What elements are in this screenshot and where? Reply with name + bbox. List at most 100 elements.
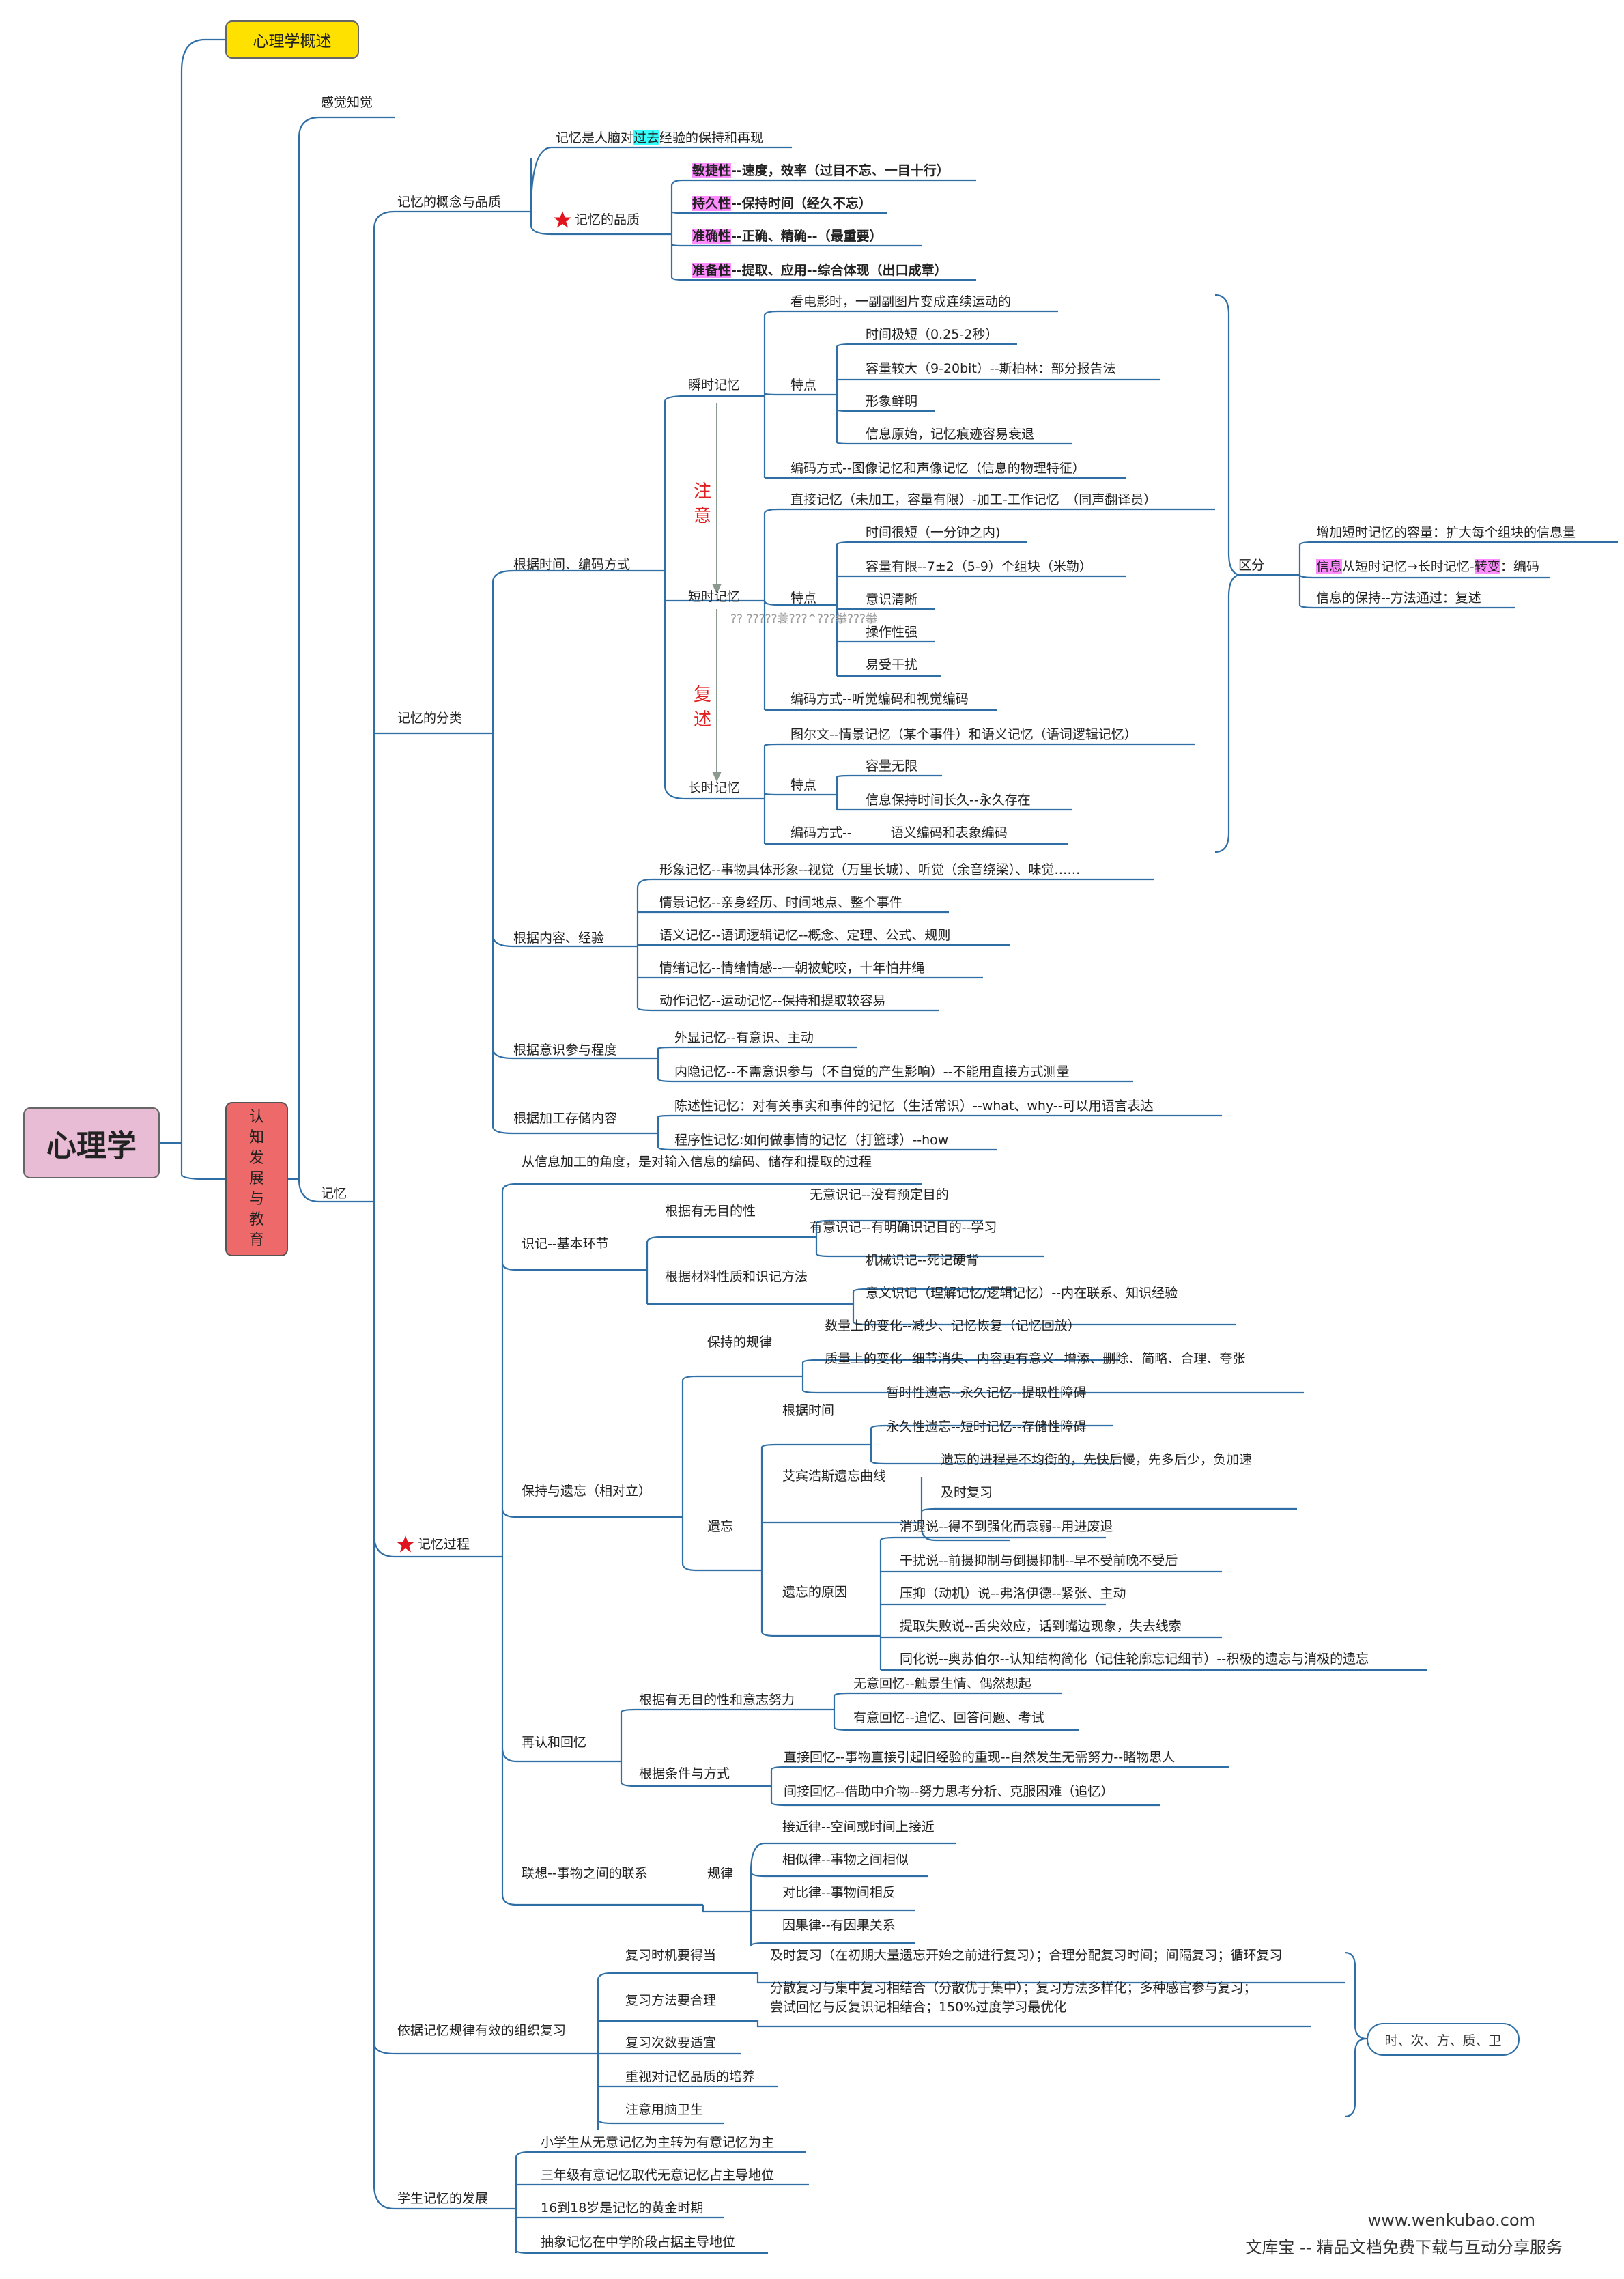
organize-timing-detail[interactable]: 及时复习（在初期大量遗忘开始之前进行复习）；合理分配复习时间；间隔复习；循环复习: [770, 1948, 1283, 1963]
sensory-t[interactable]: 信息原始，记忆痕迹容易衰退: [866, 427, 1035, 442]
long-l1[interactable]: 图尔文--情景记忆（某个事件）和语义记忆（语词逻辑记忆）: [790, 727, 1137, 742]
node-retain[interactable]: 保持与遗忘（相对立）: [522, 1484, 652, 1499]
topic-cognitive[interactable]: 认知发展与教育: [225, 1102, 288, 1256]
recall-by-purpose[interactable]: 根据有无目的性和意志努力: [639, 1693, 795, 1708]
forget-cause-item[interactable]: 压抑（动机）说--弗洛伊德--紧张、主动: [900, 1586, 1126, 1601]
node-encode[interactable]: 识记--基本环节: [522, 1236, 609, 1251]
long-enc[interactable]: 编码方式-- 语义编码和表象编码: [790, 825, 1008, 840]
assoc-item[interactable]: 相似律--事物之间相似: [782, 1852, 909, 1867]
content-item[interactable]: 动作记忆--运动记忆--保持和提取较容易: [659, 993, 886, 1008]
node-long[interactable]: 长时记忆: [688, 780, 741, 795]
node-short[interactable]: 短时记忆: [688, 589, 741, 604]
node-by-conscious[interactable]: 根据意识参与程度: [513, 1043, 618, 1058]
content-item[interactable]: 情景记忆--亲身经历、时间地点、整个事件: [659, 895, 902, 910]
recall-item[interactable]: 间接回忆--借助中介物--努力思考分析、克服困难（追忆）: [784, 1784, 1114, 1799]
short-trait[interactable]: 特点: [790, 591, 817, 606]
distinguish-c[interactable]: 信息的保持--方法通过：复述: [1316, 591, 1481, 606]
encode-item[interactable]: 机械识记--死记硬背: [866, 1253, 979, 1268]
node-distinguish[interactable]: 区分: [1238, 558, 1265, 573]
develop-item[interactable]: 三年级有意记忆取代无意记忆占主导地位: [541, 2168, 775, 2183]
retain-law[interactable]: 保持的规律: [707, 1335, 773, 1350]
forget-cause[interactable]: 遗忘的原因: [782, 1585, 848, 1600]
node-assoc[interactable]: 联想--事物之间的联系: [522, 1866, 648, 1881]
recall-item[interactable]: 无意回忆--触景生情、偶然想起: [853, 1676, 1031, 1691]
retain-law-item[interactable]: 数量上的变化--减少、记忆恢复（记忆回放）: [825, 1318, 1081, 1333]
forget-time-item[interactable]: 永久性遗忘--短时记忆--存储性障碍: [886, 1419, 1087, 1434]
recall-item[interactable]: 直接回忆--事物直接引起旧经验的重现--自然发生无需努力--睹物思人: [784, 1750, 1176, 1765]
node-by-store[interactable]: 根据加工存储内容: [513, 1111, 618, 1126]
short-t[interactable]: 易受干扰: [866, 657, 918, 673]
long-trait[interactable]: 特点: [790, 778, 817, 793]
assoc-law[interactable]: 规律: [707, 1866, 734, 1881]
quality-item[interactable]: 敏捷性--速度，效率（过目不忘、一目十行）: [692, 162, 950, 179]
short-t[interactable]: 意识清晰: [866, 592, 918, 607]
sensory-t[interactable]: 形象鲜明: [866, 394, 918, 409]
forget-by-time[interactable]: 根据时间: [782, 1403, 835, 1418]
short-enc[interactable]: 编码方式--听觉编码和视觉编码: [790, 692, 969, 707]
forget-time-item[interactable]: 暂时性遗忘--永久记忆--提取性障碍: [886, 1385, 1087, 1400]
node-memory[interactable]: 记忆: [321, 1186, 347, 1201]
assoc-item[interactable]: 对比律--事物间相反: [782, 1885, 896, 1900]
sensory-trait[interactable]: 特点: [790, 378, 817, 393]
sensory-t[interactable]: 容量较大（9-20bit）--斯柏林：部分报告法: [866, 361, 1116, 376]
node-definition[interactable]: 记忆是人脑对过去经验的保持和再现: [556, 130, 763, 146]
encode-item[interactable]: 意义识记（理解记忆/逻辑记忆）--内在联系、知识经验: [866, 1286, 1178, 1301]
conscious-item[interactable]: 内隐记忆--不需意识参与（不自觉的产生影响）--不能用直接方式测量: [674, 1064, 1070, 1079]
content-item[interactable]: 语义记忆--语词逻辑记忆--概念、定理、公式、规则: [659, 928, 951, 943]
develop-item[interactable]: 16到18岁是记忆的黄金时期: [541, 2200, 704, 2216]
encode-item[interactable]: 无意识记--没有预定目的: [810, 1187, 949, 1202]
develop-item[interactable]: 小学生从无意记忆为主转为有意记忆为主: [541, 2135, 775, 2150]
recall-by-cond[interactable]: 根据条件与方式: [639, 1766, 730, 1781]
quality-item[interactable]: 准确性--正确、精确--（最重要）: [692, 228, 883, 244]
recall-item[interactable]: 有意回忆--追忆、回答问题、考试: [853, 1710, 1044, 1725]
organize-hygiene[interactable]: 注意用脑卫生: [625, 2102, 704, 2117]
node-organize[interactable]: 依据记忆规律有效的组织复习: [397, 2023, 567, 2038]
sensory-t[interactable]: 时间极短（0.25-2秒）: [866, 327, 999, 342]
node-recall[interactable]: 再认和回忆: [522, 1735, 587, 1750]
node-quality[interactable]: 记忆的品质: [575, 212, 640, 227]
organize-summary[interactable]: 时、次、方、质、卫: [1367, 2023, 1520, 2056]
node-process[interactable]: 记忆过程: [418, 1537, 470, 1552]
node-sensation[interactable]: 感觉知觉: [321, 95, 373, 110]
node-classify[interactable]: 记忆的分类: [397, 711, 463, 726]
retain-law-item[interactable]: 质量上的变化--细节消失、内容更有意义--增添、删除、简略、合理、夸张: [825, 1351, 1246, 1366]
distinguish-b[interactable]: 信息从短时记忆→长时记忆-转变：编码: [1316, 558, 1539, 575]
node-sensory[interactable]: 瞬时记忆: [688, 378, 741, 393]
node-by-time[interactable]: 根据时间、编码方式: [513, 557, 631, 572]
develop-item[interactable]: 抽象记忆在中学阶段占据主导地位: [541, 2235, 736, 2250]
short-t[interactable]: 时间很短（一分钟之内): [866, 525, 1001, 540]
forget-curve[interactable]: 艾宾浩斯遗忘曲线: [782, 1469, 887, 1484]
organize-quality[interactable]: 重视对记忆品质的培养: [625, 2069, 756, 2084]
content-item[interactable]: 形象记忆--事物具体形象--视觉（万里长城）、听觉（余音绕梁）、味觉……: [659, 862, 1081, 877]
process-intro[interactable]: 从信息加工的角度，是对输入信息的编码、储存和提取的过程: [522, 1155, 872, 1170]
short-t[interactable]: 容量有限--7±2（5-9）个组块（米勒）: [866, 559, 1092, 574]
short-l1[interactable]: 直接记忆（未加工，容量有限）-加工-工作记忆 （同声翻译员）: [790, 492, 1157, 507]
long-t[interactable]: 信息保持时间长久--永久存在: [866, 793, 1031, 808]
store-item[interactable]: 陈述性记忆：对有关事实和事件的记忆（生活常识）--what、why--可以用语言…: [674, 1099, 1154, 1114]
assoc-item[interactable]: 因果律--有因果关系: [782, 1918, 896, 1933]
forget-cause-item[interactable]: 干扰说--前摄抑制与倒摄抑制--早不受前晚不受后: [900, 1553, 1178, 1568]
node-by-content[interactable]: 根据内容、经验: [513, 931, 605, 946]
forget-curve-item[interactable]: 及时复习: [941, 1485, 993, 1500]
organize-count[interactable]: 复习次数要适宜: [625, 2035, 717, 2050]
organize-method[interactable]: 复习方法要合理: [625, 1993, 717, 2008]
root-node[interactable]: 心理学: [23, 1107, 160, 1178]
organize-method-detail-2[interactable]: 尝试回忆与反复识记相结合；150%过度学习最优化: [770, 2000, 1067, 2015]
forget-curve-item[interactable]: 遗忘的进程是不均衡的，先快后慢，先多后少，负加速: [941, 1452, 1253, 1467]
sensory-enc[interactable]: 编码方式--图像记忆和声像记忆（信息的物理特征）: [790, 461, 1085, 476]
topic-overview[interactable]: 心理学概述: [225, 20, 359, 59]
store-item[interactable]: 程序性记忆:如何做事情的记忆（打篮球）--how: [674, 1133, 949, 1148]
node-forget[interactable]: 遗忘: [707, 1519, 734, 1534]
short-t[interactable]: 操作性强: [866, 625, 918, 640]
content-item[interactable]: 情绪记忆--情绪情感--一朝被蛇咬，十年怕井绳: [659, 961, 925, 976]
forget-cause-item[interactable]: 消退说--得不到强化而衰弱--用进废退: [900, 1519, 1113, 1534]
encode-item[interactable]: 有意识记--有明确识记目的--学习: [810, 1220, 997, 1235]
encode-by-method[interactable]: 根据材料性质和识记方法: [665, 1269, 808, 1284]
conscious-item[interactable]: 外显记忆--有意识、主动: [674, 1030, 814, 1045]
forget-cause-item[interactable]: 同化说--奥苏伯尔--认知结构简化（记住轮廓忘记细节）--积极的遗忘与消极的遗忘: [900, 1652, 1369, 1667]
distinguish-a[interactable]: 增加短时记忆的容量：扩大每个组块的信息量: [1316, 525, 1576, 540]
quality-item[interactable]: 准备性--提取、应用--综合体现（出口成章）: [692, 262, 948, 279]
node-develop[interactable]: 学生记忆的发展: [397, 2191, 489, 2206]
long-t[interactable]: 容量无限: [866, 759, 918, 774]
sensory-l1[interactable]: 看电影时，一副副图片变成连续运动的: [790, 294, 1012, 309]
